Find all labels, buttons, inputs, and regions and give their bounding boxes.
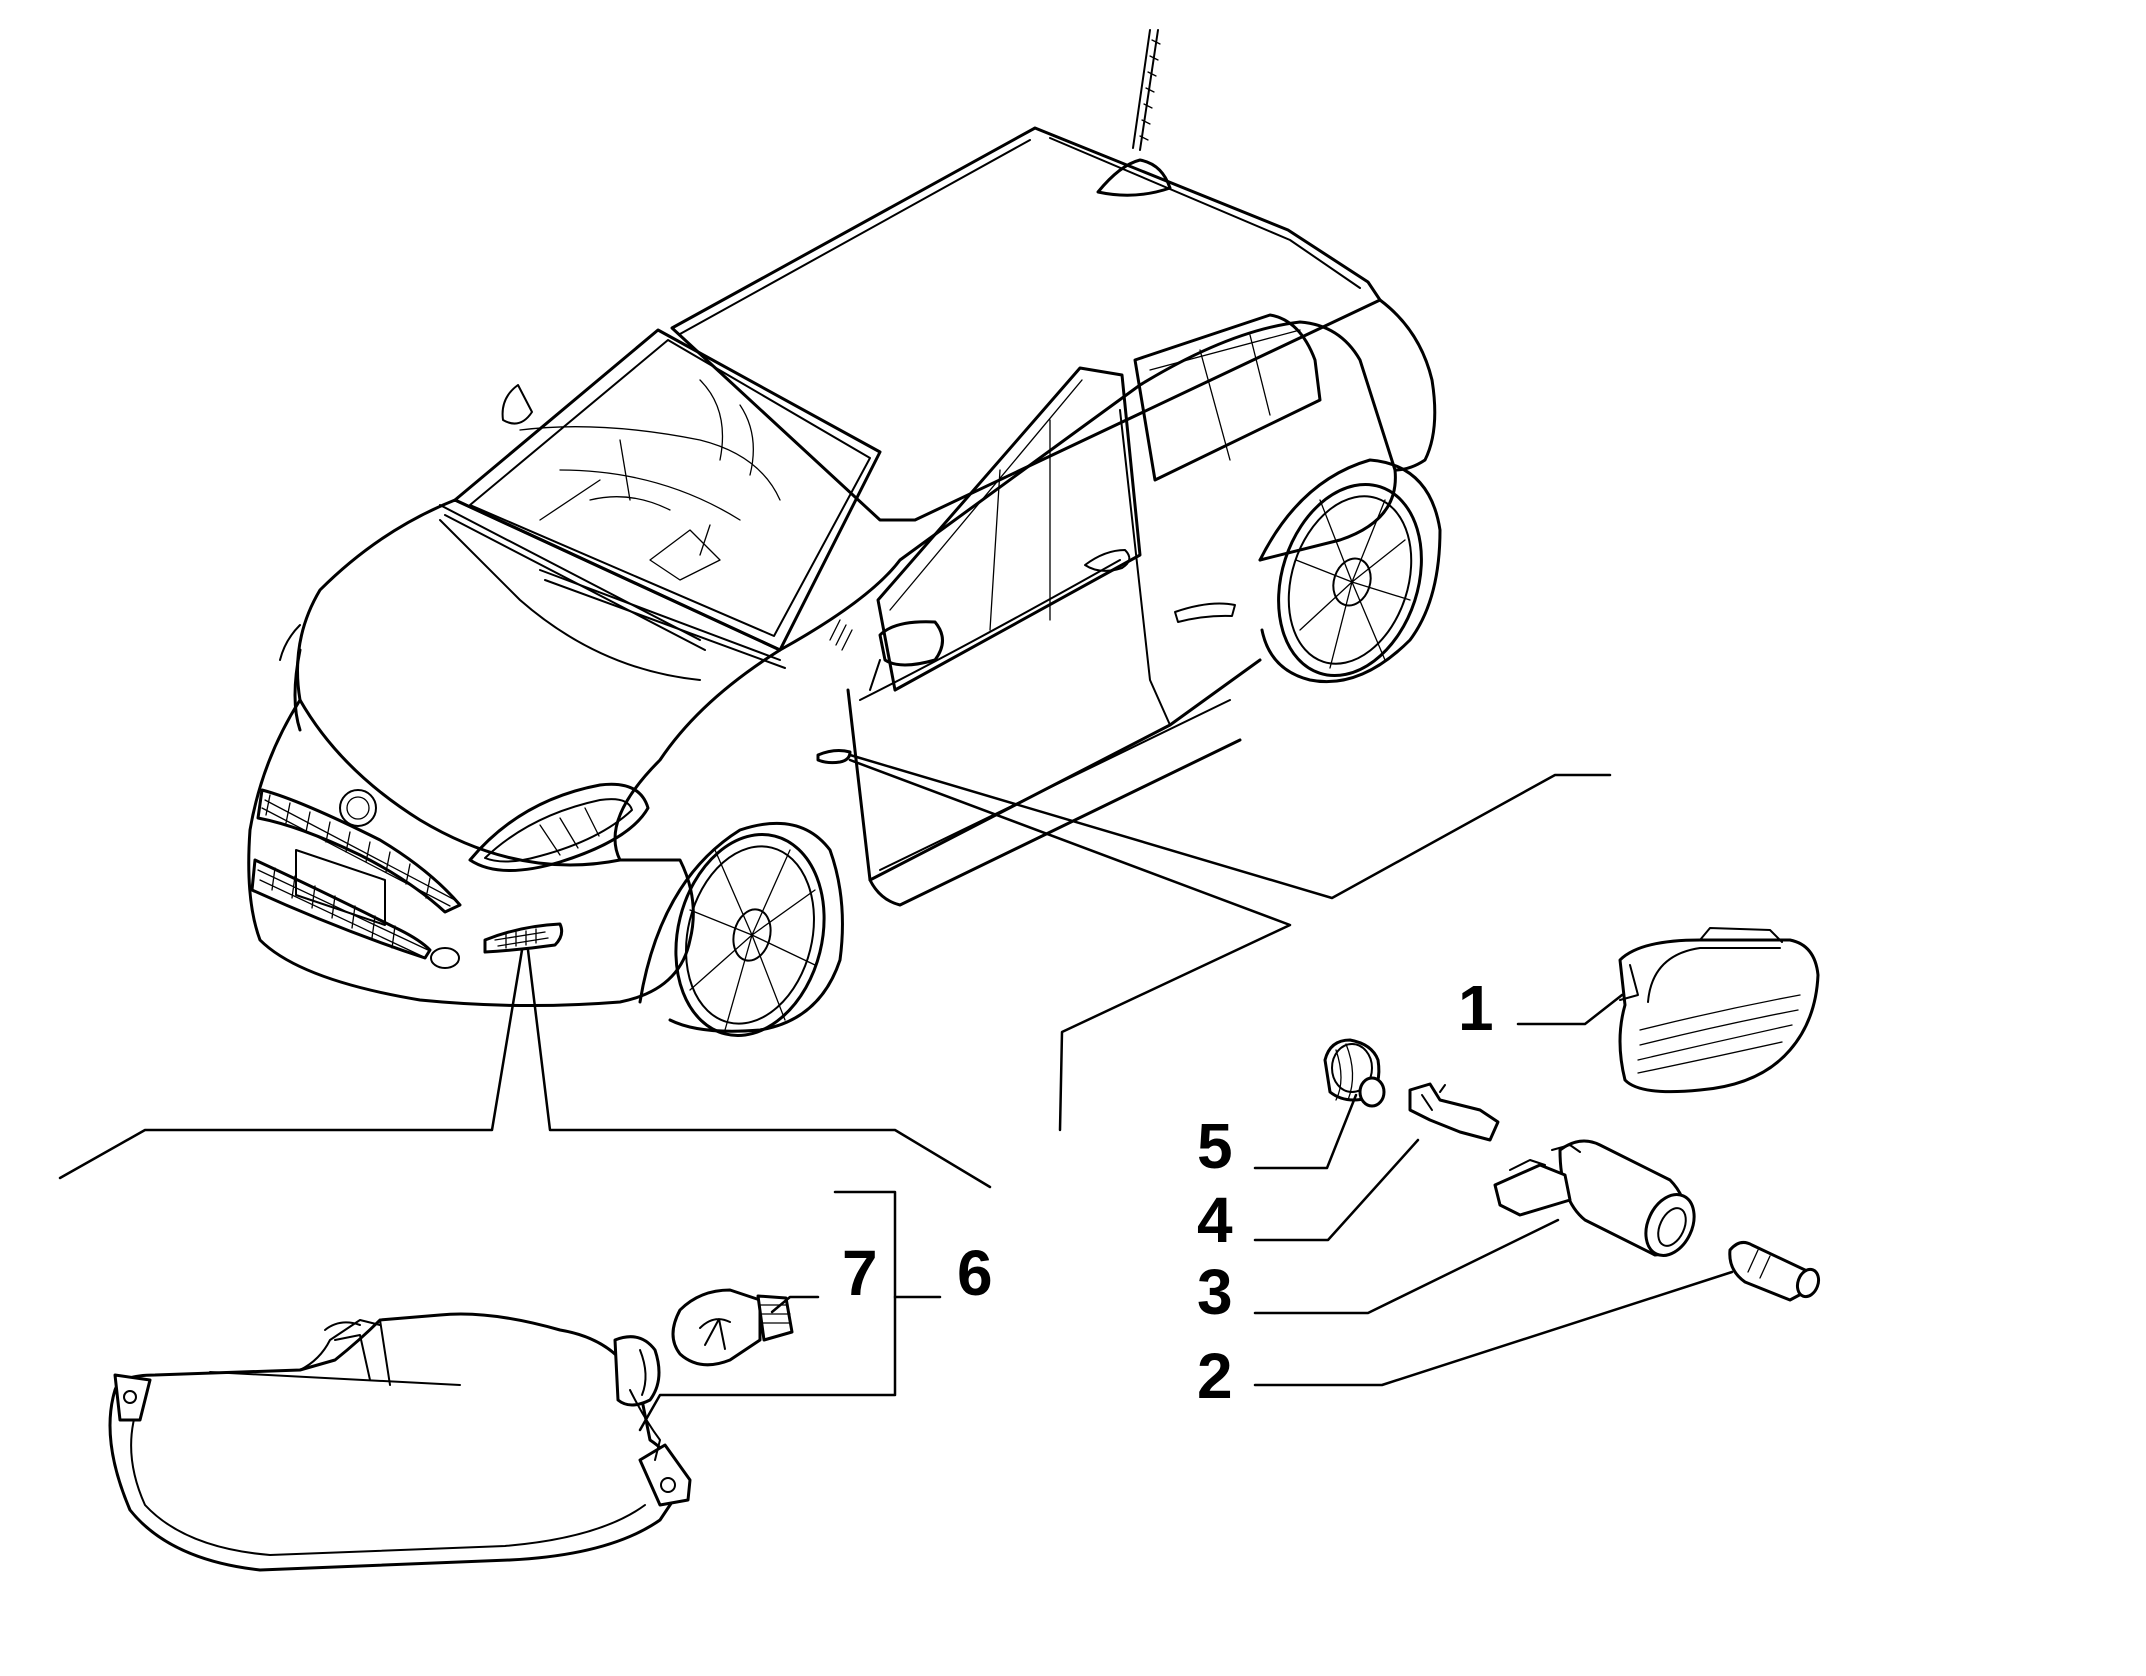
roof bbox=[670, 126, 1382, 522]
part-1-side-repeater-lens bbox=[1618, 927, 1820, 1094]
callout-7: 7 bbox=[842, 1237, 878, 1309]
antenna bbox=[1096, 29, 1172, 197]
callout-1: 1 bbox=[1458, 972, 1494, 1044]
part-6-front-turn-lamp bbox=[108, 1312, 692, 1572]
headlight bbox=[468, 782, 650, 872]
part-7-bulb bbox=[671, 1288, 794, 1367]
grille bbox=[256, 788, 462, 914]
rear-wheel bbox=[1258, 458, 1442, 684]
callout-leaders bbox=[638, 993, 1734, 1432]
callout-3: 3 bbox=[1197, 1256, 1233, 1328]
part-3-bulb-holder bbox=[1493, 1139, 1696, 1257]
windscreen bbox=[453, 328, 882, 652]
part-4-terminal bbox=[1408, 1082, 1500, 1142]
body-side bbox=[1378, 298, 1437, 472]
front-wheel bbox=[638, 821, 844, 1037]
callout-4: 4 bbox=[1197, 1184, 1233, 1256]
car-illustration bbox=[247, 29, 1442, 1037]
leader-lines bbox=[58, 753, 1612, 1189]
part-5-grommet bbox=[1323, 1038, 1386, 1108]
callout-5: 5 bbox=[1197, 1110, 1233, 1182]
callout-2: 2 bbox=[1197, 1340, 1233, 1412]
door-mirror bbox=[878, 620, 944, 667]
bonnet bbox=[296, 498, 782, 867]
callout-labels: 1 5 4 3 2 7 6 bbox=[842, 972, 1494, 1412]
callout-6: 6 bbox=[957, 1237, 993, 1309]
front-turn-lamp bbox=[483, 922, 564, 954]
part-2-wedge-bulb bbox=[1728, 1240, 1821, 1302]
front-bumper bbox=[247, 698, 695, 1008]
side-repeater bbox=[816, 749, 852, 765]
